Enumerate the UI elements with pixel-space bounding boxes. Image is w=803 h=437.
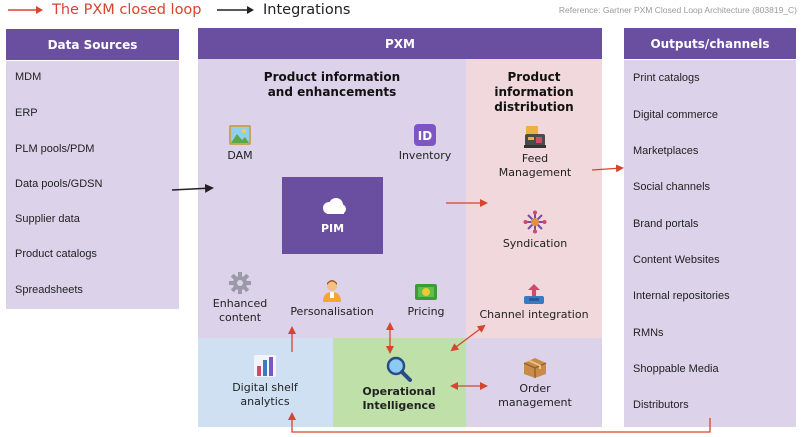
arrow-sources-to-pxm [171,183,214,193]
data-sources-header: Data Sources [6,29,179,60]
output-item: Marketplaces [633,145,699,157]
enhanced-content-node: Enhanced content [205,272,275,325]
legend-integrations: Integrations [215,2,350,18]
id-icon: ID [414,124,436,146]
order-management-label: Order management [498,382,572,409]
pim-box: PIM [282,177,383,254]
arrow-opint-channel [450,324,486,352]
inventory-node: ID Inventory [394,124,456,163]
legend-closed-loop-label: The PXM closed loop [52,2,202,18]
data-source-item: Data pools/GDSN [15,178,103,190]
data-source-item: Supplier data [15,213,80,225]
output-item: Shoppable Media [633,363,719,375]
cash-register-icon [524,126,546,148]
operational-intelligence-node: Operational Intelligence [346,356,452,413]
output-item: Brand portals [633,218,699,230]
pxm-header: PXM [198,28,602,59]
output-item: Distributors [633,399,689,411]
pricing-label: Pricing [407,305,445,318]
operational-intelligence-label: Operational Intelligence [362,385,436,412]
feed-node: Feed Management [492,125,578,180]
data-sources-panel: MDM ERP PLM pools/PDM Data pools/GDSN Su… [6,61,179,309]
outputs-header: Outputs/channels [624,28,796,59]
money-icon [415,284,437,300]
data-source-item: MDM [15,71,42,83]
person-icon [323,280,341,302]
package-icon [523,358,547,378]
pim-label: PIM [320,222,345,235]
bar-chart-icon [254,355,276,377]
output-item: Content Websites [633,254,720,266]
upload-tray-icon [524,284,544,304]
enhanced-content-label: Enhanced content [212,297,268,324]
data-source-item: ERP [15,107,38,119]
feed-label: Feed Management [498,152,572,179]
black-arrow-icon [217,6,254,14]
data-source-item: Product catalogs [15,248,97,260]
pricing-node: Pricing [398,282,454,319]
cloud-icon [322,198,346,214]
svg-text:ID: ID [418,129,432,143]
analytics-region [198,338,333,427]
gear-icon [229,272,251,294]
order-management-node: Order management [490,357,580,410]
output-item: Print catalogs [633,72,700,84]
channel-integration-node: Channel integration [478,283,590,322]
arrow-distributors-loop [288,412,711,433]
data-source-item: Spreadsheets [15,284,83,296]
outputs-panel: Print catalogs Digital commerce Marketpl… [624,60,796,427]
intelligence-region [333,338,466,427]
red-arrow-icon [8,6,43,14]
reference-note: Reference: Gartner PXM Closed Loop Archi… [558,5,797,15]
syndication-label: Syndication [502,237,568,250]
personalisation-node: Personalisation [286,278,378,319]
output-item: Digital commerce [633,109,718,121]
magnifier-icon [386,356,412,382]
syndication-node: Syndication [492,210,578,251]
order-region [466,338,602,427]
output-item: Social channels [633,181,711,193]
arrow-feed-to-outputs [591,164,624,173]
legend-integrations-label: Integrations [263,2,351,18]
legend-closed-loop: The PXM closed loop [6,2,202,18]
dam-node: DAM [211,124,269,163]
inventory-label: Inventory [398,149,452,162]
channel-integration-label: Channel integration [479,308,589,321]
enhancements-title: Product information and enhancements [263,70,401,99]
personalisation-label: Personalisation [290,305,374,318]
digital-shelf-node: Digital shelf analytics [222,354,308,409]
picture-icon [229,125,251,145]
digital-shelf-label: Digital shelf analytics [232,381,298,408]
dam-label: DAM [227,149,253,162]
data-source-item: PLM pools/PDM [15,143,95,155]
output-item: Internal repositories [633,290,730,302]
spinner-icon [523,210,547,234]
distribution-title: Product information distribution [494,70,574,114]
output-item: RMNs [633,327,664,339]
